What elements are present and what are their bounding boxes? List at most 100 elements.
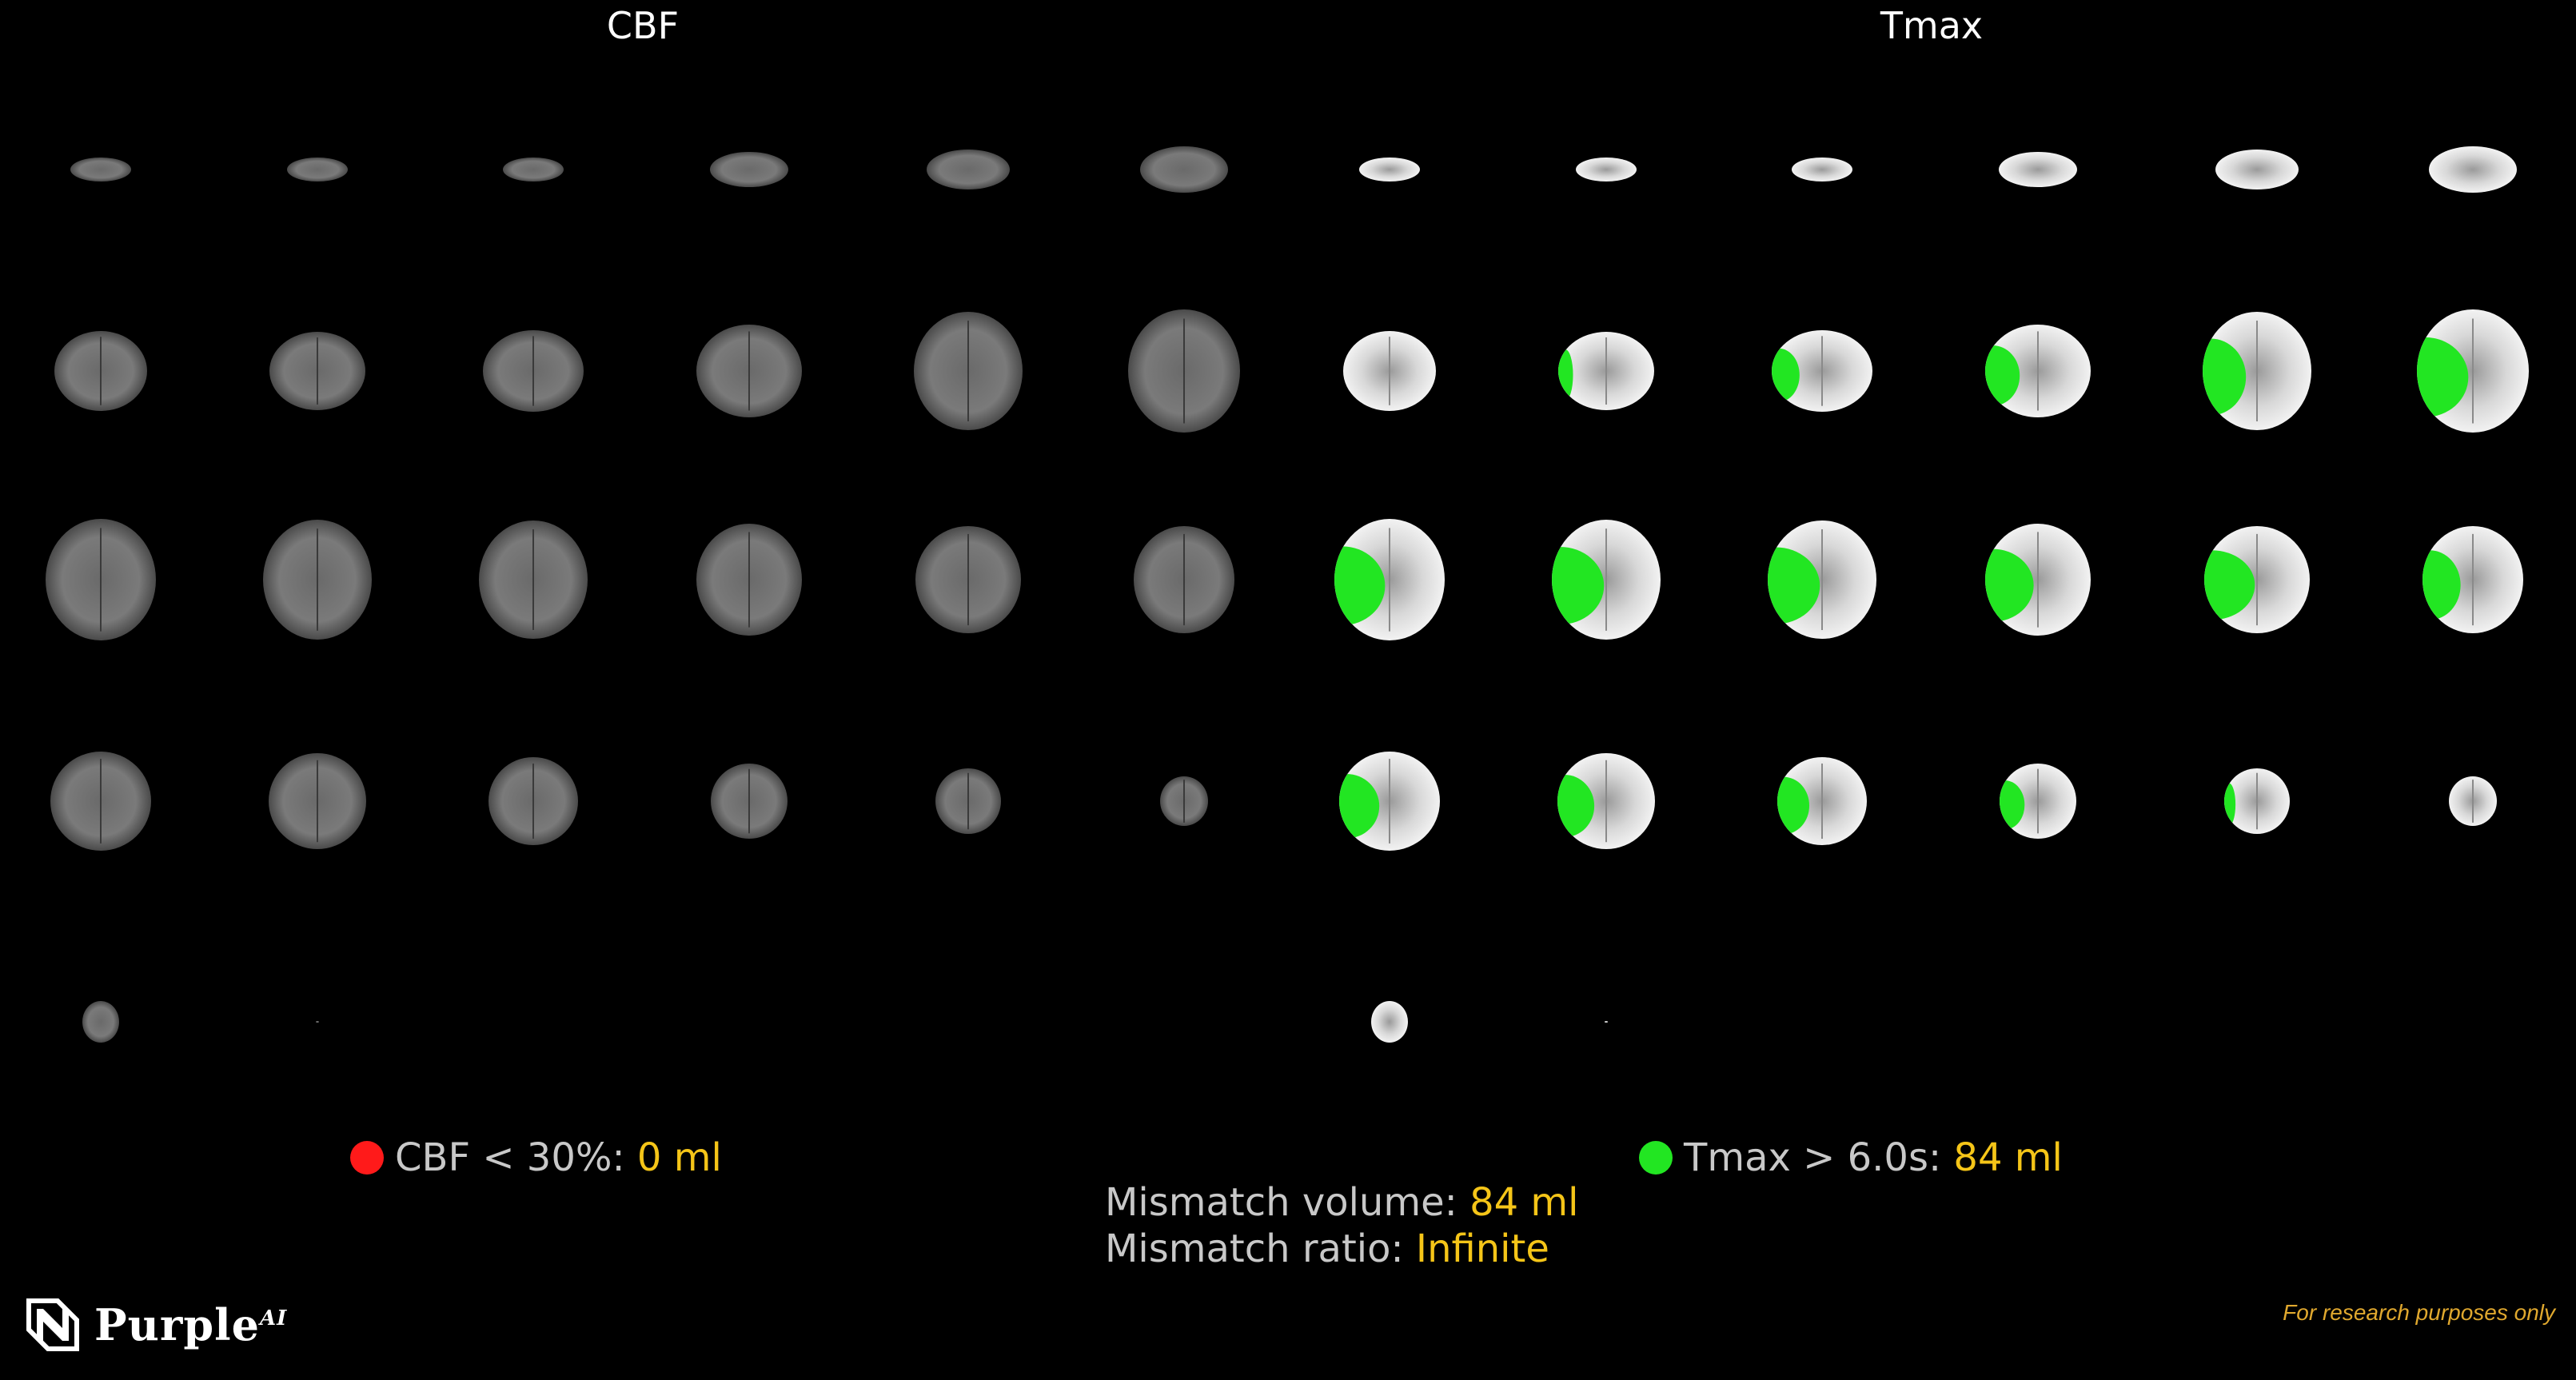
- mismatch-ratio-stat: Mismatch ratio: Infinite: [1105, 1225, 1549, 1273]
- cbf-slice-r2-c2: [269, 332, 365, 410]
- cbf-volume-stat: CBF < 30%: 0 ml: [350, 1134, 722, 1182]
- cbf-volume-value: 0 ml: [636, 1135, 722, 1180]
- cbf-slice-r1-c5: [927, 150, 1010, 189]
- cbf-slice-r5-c1: [82, 1001, 119, 1043]
- cbf-slice-r4-c5: [935, 768, 1001, 834]
- brain-slice: [70, 158, 131, 181]
- research-disclaimer: For research purposes only: [2283, 1300, 2555, 1325]
- brain-slice: [1605, 1021, 1608, 1023]
- brain-slice: [287, 158, 348, 181]
- tmax-lesion-overlay: [1557, 775, 1595, 838]
- mismatch-volume-stat: Mismatch volume: 84 ml: [1105, 1179, 1579, 1226]
- cbf-slice-r2-c1: [54, 331, 147, 411]
- tmax-slice-r2-c6: [2417, 309, 2529, 433]
- tmax-slice-r4-c3: [1777, 757, 1867, 845]
- cbf-slice-r3-c1: [46, 519, 156, 640]
- tmax-slice-r4-c5: [2224, 768, 2290, 834]
- brain-slice: [2429, 146, 2517, 193]
- cbf-slice-r4-c4: [711, 764, 788, 839]
- brain-slice: [1792, 158, 1852, 181]
- brain-slice: [1140, 146, 1228, 193]
- brain-slice: [503, 158, 564, 181]
- tmax-slice-r4-c1: [1339, 752, 1440, 851]
- cbf-slice-r4-c1: [50, 752, 151, 851]
- tmax-slice-r2-c5: [2203, 312, 2311, 430]
- tmax-slice-r1-c5: [2215, 150, 2299, 189]
- brain-slice: [316, 1021, 319, 1023]
- tmax-slice-r2-c3: [1772, 330, 1872, 412]
- cbf-slice-r1-c1: [70, 158, 131, 181]
- cbf-legend-dot-icon: [350, 1141, 384, 1175]
- brain-slice: [2215, 150, 2299, 189]
- tmax-slice-r3-c6: [2422, 526, 2523, 633]
- tmax-lesion-overlay: [1339, 773, 1380, 839]
- tmax-legend-dot-icon: [1639, 1141, 1673, 1175]
- tmax-lesion-overlay: [2422, 550, 2461, 620]
- tmax-slice-r3-c1: [1334, 519, 1445, 640]
- cbf-panel-title: CBF: [606, 4, 680, 47]
- tmax-lesion-overlay: [2000, 780, 2025, 830]
- tmax-lesion-overlay: [1777, 776, 1810, 835]
- cbf-slice-r3-c6: [1134, 526, 1234, 633]
- cbf-slice-r2-c6: [1128, 309, 1240, 433]
- cbf-slice-r2-c5: [914, 312, 1023, 430]
- cbf-slice-r1-c3: [503, 158, 564, 181]
- mismatch-ratio-value: Infinite: [1415, 1226, 1549, 1271]
- tmax-slice-r3-c3: [1768, 520, 1876, 639]
- brain-slice: [1999, 152, 2077, 187]
- tmax-slice-r5-c2: [1605, 1021, 1608, 1023]
- cbf-slice-r4-c2: [269, 753, 366, 849]
- tmax-lesion-overlay: [1334, 546, 1386, 625]
- tmax-panel-title: Tmax: [1880, 4, 1984, 47]
- cbf-slice-r3-c5: [915, 526, 1021, 633]
- tmax-volume-stat: Tmax > 6.0s: 84 ml: [1639, 1134, 2063, 1182]
- cbf-slice-r2-c3: [483, 330, 584, 412]
- purple-ai-logo-icon: [26, 1298, 79, 1351]
- tmax-slice-r4-c4: [2000, 764, 2076, 839]
- cbf-slice-r3-c4: [696, 524, 802, 636]
- tmax-slice-r1-c4: [1999, 152, 2077, 187]
- tmax-lesion-overlay: [2203, 338, 2247, 416]
- tmax-lesion-overlay: [1558, 349, 1573, 401]
- brain-slice: [82, 1001, 119, 1043]
- cbf-slice-r1-c4: [710, 152, 788, 187]
- tmax-lesion-overlay: [2417, 337, 2469, 417]
- tmax-threshold-label: Tmax > 6.0s:: [1684, 1135, 1954, 1180]
- brain-slice: [1359, 158, 1420, 181]
- cbf-slice-r4-c6: [1160, 776, 1208, 826]
- tmax-slice-r5-c1: [1371, 1001, 1408, 1043]
- cbf-slice-r2-c4: [696, 325, 802, 417]
- tmax-slice-r2-c4: [1985, 325, 2091, 417]
- brain-slice: [927, 150, 1010, 189]
- cbf-slice-r1-c2: [287, 158, 348, 181]
- cbf-threshold-label: CBF < 30%:: [395, 1135, 637, 1180]
- tmax-slice-r3-c4: [1985, 524, 2091, 636]
- tmax-slice-r1-c6: [2429, 146, 2517, 193]
- cbf-slice-r3-c2: [263, 520, 372, 640]
- tmax-slice-r1-c1: [1359, 158, 1420, 181]
- cbf-slice-r5-c2: [316, 1021, 319, 1023]
- mismatch-ratio-label: Mismatch ratio:: [1105, 1226, 1416, 1271]
- tmax-lesion-overlay: [1772, 348, 1800, 402]
- cbf-slice-r1-c6: [1140, 146, 1228, 193]
- tmax-volume-value: 84 ml: [1953, 1135, 2063, 1180]
- tmax-lesion-overlay: [1985, 548, 2034, 622]
- tmax-lesion-overlay: [1552, 546, 1605, 625]
- tmax-slice-r3-c2: [1552, 520, 1661, 640]
- tmax-slice-r4-c2: [1557, 753, 1655, 849]
- tmax-lesion-overlay: [1768, 547, 1820, 624]
- mismatch-volume-value: 84 ml: [1469, 1180, 1579, 1225]
- cbf-slice-r3-c3: [479, 520, 588, 639]
- tmax-slice-r1-c2: [1576, 158, 1637, 181]
- tmax-slice-r1-c3: [1792, 158, 1852, 181]
- tmax-slice-r2-c2: [1558, 332, 1654, 410]
- brain-slice: [1371, 1001, 1408, 1043]
- cbf-slice-r4-c3: [488, 757, 578, 845]
- brain-slice: [710, 152, 788, 187]
- brain-slice: [1576, 158, 1637, 181]
- tmax-lesion-overlay: [2204, 550, 2255, 620]
- tmax-slice-r2-c1: [1343, 331, 1436, 411]
- tmax-lesion-overlay: [1985, 345, 2020, 406]
- tmax-slice-r4-c6: [2449, 776, 2497, 826]
